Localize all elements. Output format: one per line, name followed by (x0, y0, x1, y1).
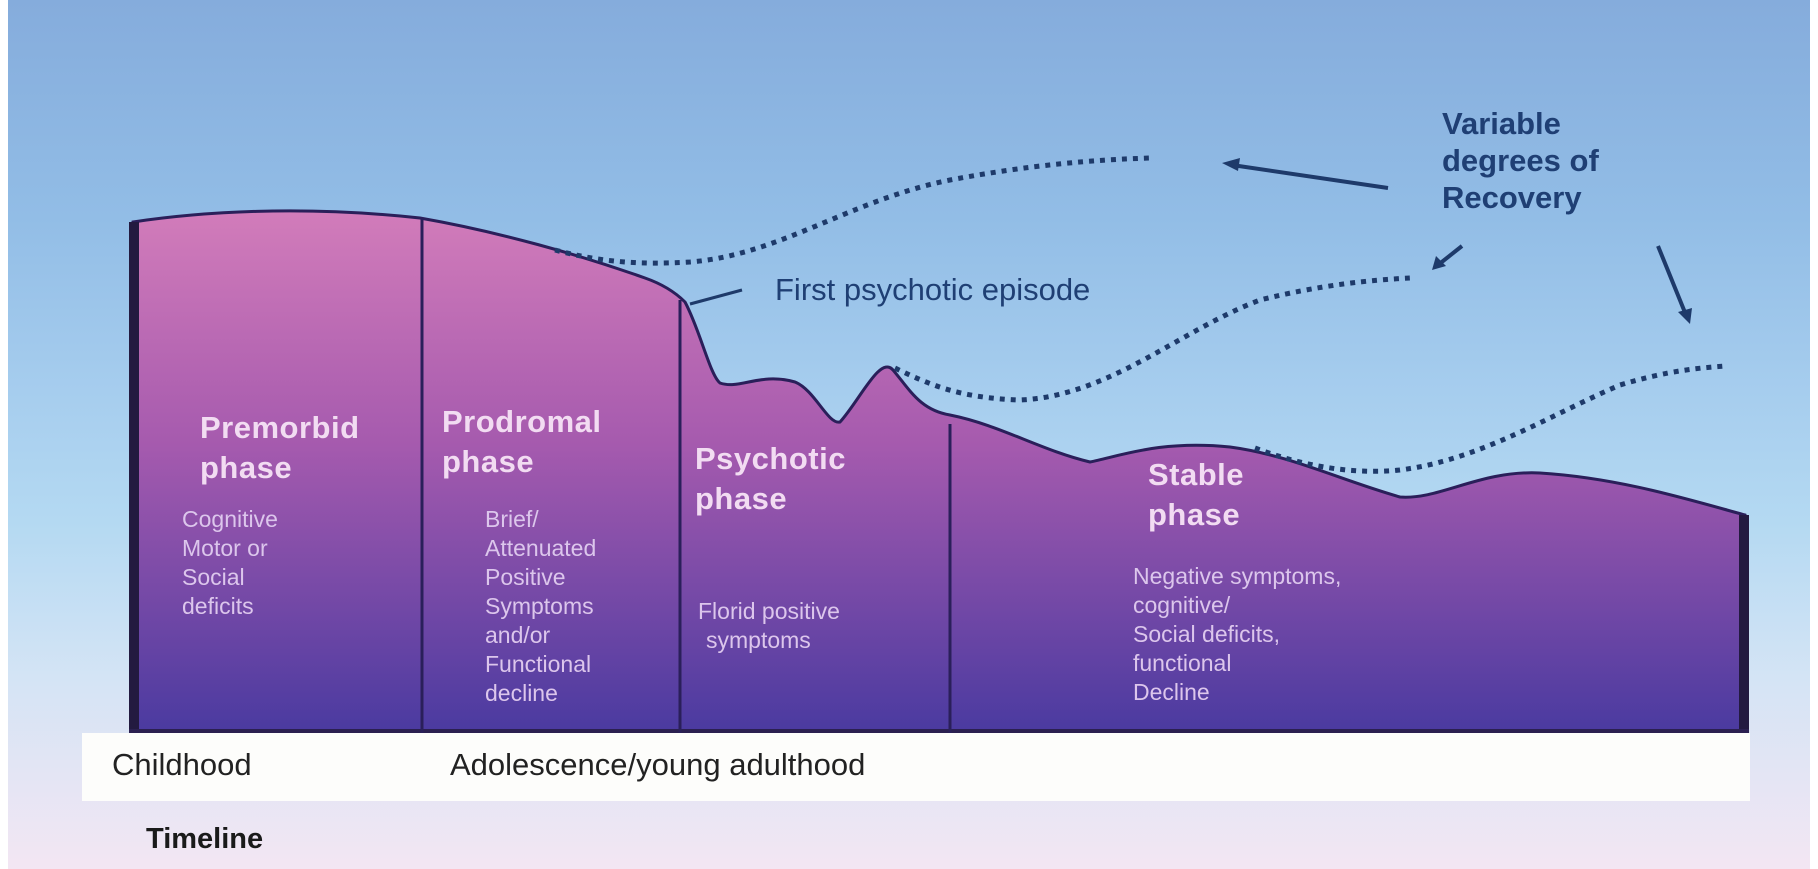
recovery-trajectory-mid (893, 275, 1411, 403)
recovery-arrow-3 (1656, 245, 1692, 324)
description-line: cognitive/ (1133, 592, 1231, 618)
recovery-label: Variable degrees of Recovery (1442, 105, 1599, 216)
description-line: Florid positive (698, 598, 840, 624)
recovery-label-line: Variable (1442, 106, 1561, 141)
description-line: Symptoms (485, 593, 594, 619)
description-line: decline (485, 680, 558, 706)
phase-description-premorbid: Cognitive Motor or Social deficits (182, 505, 278, 621)
left-edge (129, 222, 139, 733)
description-line: Attenuated (485, 535, 597, 561)
first-episode-label: First psychotic episode (775, 272, 1091, 307)
phase-title-line: phase (442, 444, 535, 479)
phase-title-prodromal: Prodromal phase (442, 402, 602, 482)
description-line: Social deficits, (1133, 621, 1281, 647)
description-line: Positive (485, 564, 566, 590)
description-line: Decline (1133, 679, 1210, 705)
phase-title-line: Premorbid (200, 410, 360, 445)
recovery-label-line: degrees of (1442, 143, 1599, 178)
phase-description-psychotic: Florid positive symptoms (698, 597, 840, 655)
phase-title-line: phase (695, 481, 788, 516)
phase-title-psychotic: Psychotic phase (695, 439, 846, 519)
phase-title-line: Stable (1148, 457, 1245, 492)
baseline (129, 729, 1749, 734)
description-line: Negative symptoms, (1133, 563, 1342, 589)
phase-title-line: Prodromal (442, 404, 602, 439)
phase-title-line: phase (200, 450, 293, 485)
phase-title-line: Psychotic (695, 441, 846, 476)
description-line: Brief/ (485, 506, 539, 532)
description-line: functional (1133, 650, 1232, 676)
recovery-trajectory-low (1254, 363, 1726, 474)
age-childhood: Childhood (112, 747, 252, 782)
recovery-arrow-1 (1222, 158, 1389, 190)
phase-description-prodromal: Brief/ Attenuated Positive Symptoms and/… (485, 505, 596, 708)
description-line: Cognitive (182, 506, 278, 532)
recovery-arrow-2 (1432, 244, 1464, 270)
phase-description-stable: Negative symptoms, cognitive/ Social def… (1133, 562, 1341, 707)
right-edge (1739, 515, 1749, 733)
description-line: symptoms (706, 627, 811, 653)
phase-title-stable: Stable phase (1148, 455, 1244, 535)
description-line: deficits (182, 593, 254, 619)
phase-title-premorbid: Premorbid phase (200, 408, 360, 488)
description-line: Social (182, 564, 245, 590)
timeline-axis-label: Timeline (146, 823, 264, 855)
description-line: Functional (485, 651, 592, 677)
age-band (82, 733, 1750, 801)
recovery-trajectory-high (554, 155, 1151, 266)
age-adolescence: Adolescence/young adulthood (450, 747, 866, 782)
first-episode-arrow (689, 288, 743, 306)
description-line: Motor or (182, 535, 268, 561)
phase-title-line: phase (1148, 497, 1241, 532)
description-line: and/or (485, 622, 551, 648)
recovery-label-line: Recovery (1442, 180, 1582, 215)
